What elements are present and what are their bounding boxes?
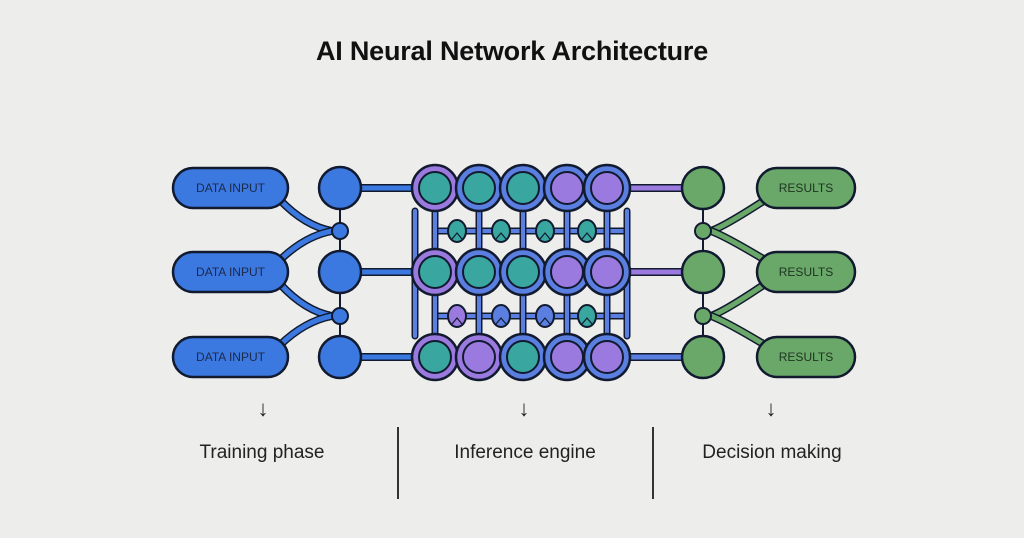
output-node	[680, 249, 726, 295]
input-pill-label: DATA INPUT	[196, 181, 266, 195]
down-arrow-icon: ↓	[257, 396, 269, 421]
results-pill-label: RESULTS	[779, 181, 833, 195]
hidden-node	[418, 340, 452, 374]
connector-mark	[581, 232, 593, 240]
hidden-node	[462, 340, 496, 374]
down-arrow-icon: ↓	[518, 396, 530, 421]
results-pill-label: RESULTS	[779, 265, 833, 279]
input-pill-label: DATA INPUT	[196, 265, 266, 279]
results-pill-shape	[755, 250, 857, 294]
output-link	[708, 228, 768, 263]
input-pill-shape	[171, 250, 290, 294]
connector-node	[535, 304, 555, 328]
connector-mark	[581, 317, 593, 325]
hidden-node	[462, 255, 496, 289]
connection-layer	[276, 184, 769, 361]
diagram-title: AI Neural Network Architecture	[315, 36, 709, 66]
hidden-node	[418, 255, 452, 289]
phase-label-decision: Decision making	[702, 442, 842, 463]
hidden-node	[462, 171, 496, 205]
input-pill: DATA INPUT	[171, 250, 290, 294]
output-junction-node	[694, 222, 712, 240]
hidden-node	[590, 340, 624, 374]
output-junction-node	[694, 307, 712, 325]
output-link	[708, 197, 768, 234]
connector-mark	[539, 232, 551, 240]
input-junction-node	[331, 222, 349, 240]
input-node	[317, 334, 363, 380]
input-link	[277, 313, 335, 348]
input-pill: DATA INPUT	[171, 166, 290, 210]
connector-mark	[451, 317, 463, 325]
hidden-node	[418, 171, 452, 205]
input-pill-label: DATA INPUT	[196, 350, 266, 364]
input-node	[317, 165, 363, 211]
section-divider	[397, 427, 399, 499]
connector-mark	[539, 317, 551, 325]
hidden-node	[506, 340, 540, 374]
output-link	[708, 281, 768, 319]
output-link	[708, 313, 768, 348]
connector-node	[491, 219, 511, 243]
connector-mark	[495, 317, 507, 325]
connector-node	[447, 304, 467, 328]
connector-node	[535, 219, 555, 243]
results-pill-label: RESULTS	[779, 350, 833, 364]
results-pill: RESULTS	[755, 166, 857, 210]
section-divider	[652, 427, 654, 499]
input-pill: DATA INPUT	[171, 335, 290, 379]
node-layer: DATA INPUT DATA INPUT DATA INPUT RESULTS RES…	[171, 163, 857, 382]
phase-label-training: Training phase	[199, 442, 325, 463]
output-node	[680, 334, 726, 380]
connector-mark	[451, 232, 463, 240]
hidden-node	[506, 255, 540, 289]
hidden-node	[550, 340, 584, 374]
input-junction-node	[331, 307, 349, 325]
hidden-node	[506, 171, 540, 205]
results-pill: RESULTS	[755, 335, 857, 379]
results-pill: RESULTS	[755, 250, 857, 294]
hidden-node	[550, 171, 584, 205]
down-arrow-icon: ↓	[765, 396, 777, 421]
input-pill-shape	[171, 166, 290, 210]
input-pill-shape	[171, 335, 290, 379]
connector-node	[577, 304, 597, 328]
results-pill-shape	[755, 335, 857, 379]
output-node	[680, 165, 726, 211]
hidden-node	[550, 255, 584, 289]
results-pill-shape	[755, 166, 857, 210]
hidden-node	[590, 255, 624, 289]
connector-node	[491, 304, 511, 328]
connector-mark	[495, 232, 507, 240]
connector-node	[577, 219, 597, 243]
connector-node	[447, 219, 467, 243]
hidden-node	[590, 171, 624, 205]
input-link	[277, 228, 335, 263]
input-node	[317, 249, 363, 295]
phase-label-inference: Inference engine	[454, 442, 596, 463]
